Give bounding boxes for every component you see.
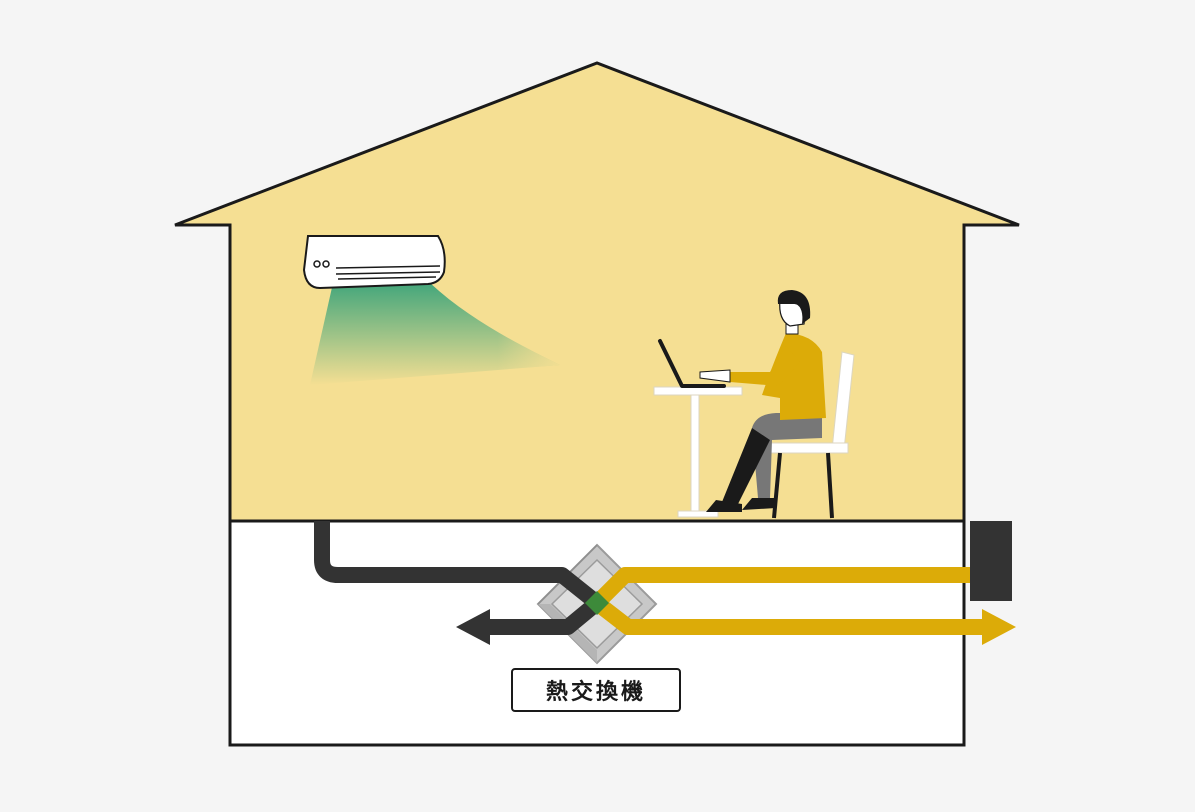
outdoor-vent-icon bbox=[970, 521, 1012, 601]
house-room bbox=[174, 61, 1020, 523]
heat-exchanger-label: 熱交換機 bbox=[511, 668, 681, 712]
air-conditioner-icon bbox=[302, 235, 446, 290]
exhaust-arrow-icon bbox=[456, 609, 490, 645]
supply-arrow-icon bbox=[982, 609, 1016, 645]
laptop-icon bbox=[658, 339, 726, 388]
exhaust-duct bbox=[314, 521, 605, 645]
desk-icon bbox=[653, 386, 743, 518]
person-working-icon bbox=[699, 290, 826, 512]
heat-exchange-core bbox=[585, 591, 609, 615]
